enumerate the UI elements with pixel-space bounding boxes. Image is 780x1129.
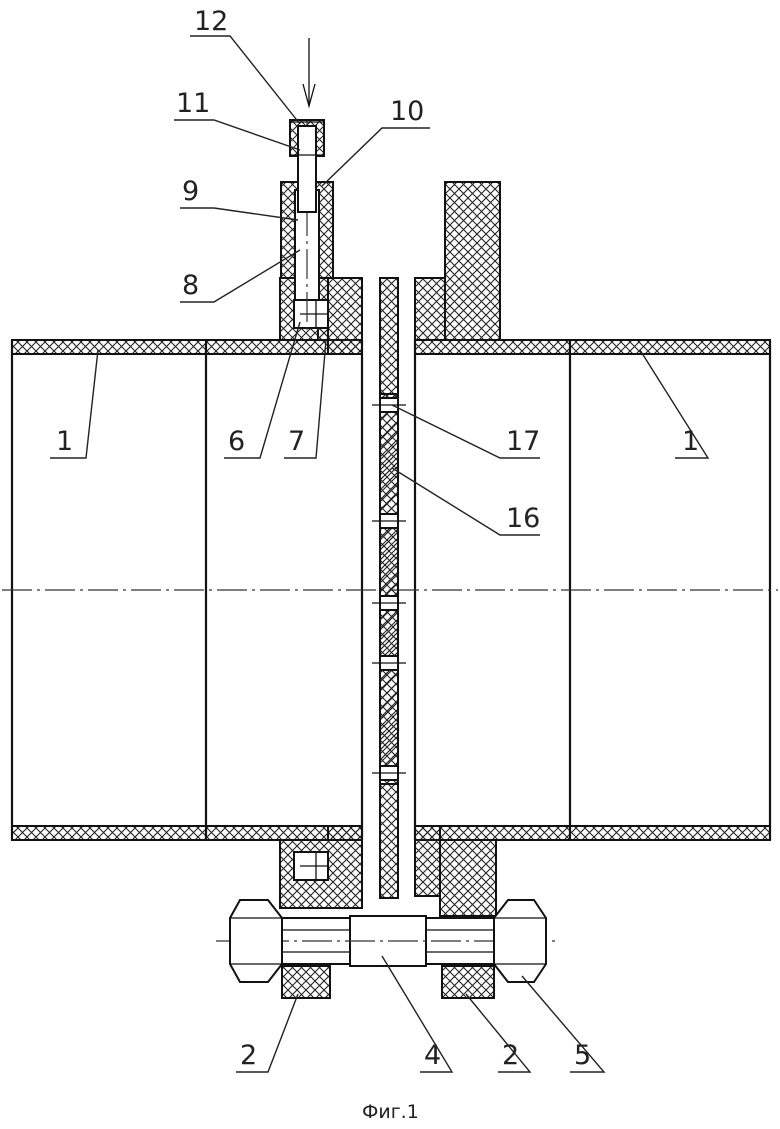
- top-right-flange: [414, 181, 501, 341]
- bottom-left-flange: [279, 825, 497, 917]
- label-8: 8: [182, 270, 199, 301]
- label-5: 5: [574, 1040, 591, 1071]
- figure-caption: Фиг.1: [362, 1101, 419, 1123]
- bolt-assembly: [216, 899, 560, 999]
- gate-disk: [372, 277, 406, 899]
- label-1-left: 1: [56, 426, 73, 457]
- label-12: 12: [194, 6, 228, 37]
- label-16: 16: [506, 503, 540, 534]
- label-10: 10: [390, 96, 424, 127]
- flow-arrow: [302, 38, 316, 109]
- valve-stem-assembly: [280, 119, 334, 330]
- label-9: 9: [182, 176, 199, 207]
- label-11: 11: [176, 88, 210, 119]
- label-1-right: 1: [682, 426, 699, 457]
- label-4: 4: [424, 1040, 441, 1071]
- leader-lines: [50, 35, 710, 1073]
- label-6: 6: [228, 426, 245, 457]
- label-2-left: 2: [240, 1040, 257, 1071]
- label-7: 7: [288, 426, 305, 457]
- label-2-right: 2: [502, 1040, 519, 1071]
- label-17: 17: [506, 426, 540, 457]
